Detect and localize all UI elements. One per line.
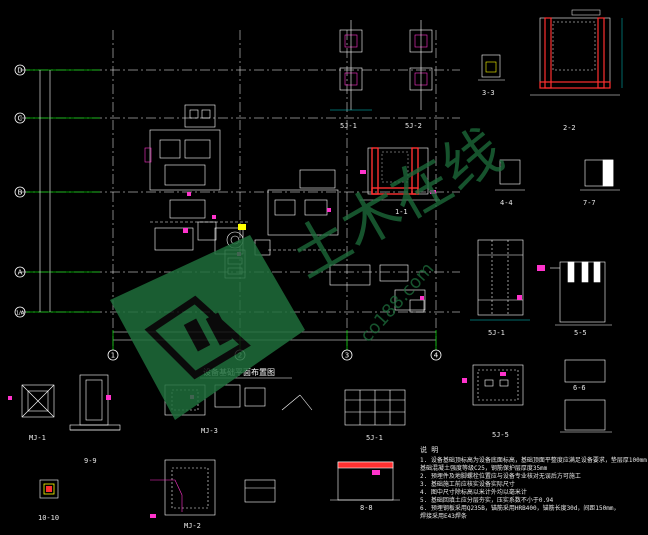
col-axis-label: 4 [434,352,439,360]
section-label: 4-4 [500,199,513,207]
detail-33-top [478,54,505,81]
section-label: 9-9 [84,457,97,465]
section-2-2 [530,9,623,96]
note-line: 1. 设备基础顶标高为设备底面标高，基础顶面平整度应满足设备要求，垫层厚100m… [420,456,647,464]
note-line: 4. 图中尺寸除标高以米计外均以毫米计 [420,488,527,496]
col-axis-bubble: 3 [341,349,353,361]
row-axis-label: D [17,67,22,75]
section-1-1 [360,147,440,201]
row-axis-bubble: D [14,64,26,76]
section-label: 7-7 [583,199,596,207]
detail-mj1 [21,384,55,418]
detail-5j-grid [344,389,406,426]
note-line: 3. 基础施工前应核实设备实际尺寸 [420,480,515,488]
row-axis-label: C [18,115,23,123]
note-line: 5. 基础回填土应分层夯实，压实系数不小于0.94 [420,496,554,504]
row-axis-bubble: A [14,266,26,278]
section-5-5 [550,261,612,326]
notes-title: 说 明 [420,445,438,454]
section-label: 1-1 [395,208,408,216]
section-10-10 [39,479,59,499]
row-axis-label: A [18,269,23,277]
general-notes: 说 明 1. 设备基础顶标高为设备底面标高，基础顶面平整度应满足设备要求，垫层厚… [420,445,647,520]
section-label: 2-2 [563,124,576,132]
equipment-foundations [144,104,426,313]
note-line: 焊接采用E43焊条 [420,512,467,520]
section-label: 8-8 [360,504,373,512]
section-6-6 [560,359,612,433]
row-axis-bubble: C [14,112,26,124]
section-label: 5-5 [574,329,587,337]
section-9-9 [69,374,121,431]
detail-mj2 [150,459,276,516]
section-label: 5J-1 [366,434,383,442]
section-8-8 [330,461,400,501]
note-line: 2. 预埋件及地脚螺栓位置应与设备专业核对无误后方可施工 [420,472,581,480]
col-axis-label: 1 [111,352,115,360]
row-axis-bubble: 1/A [14,306,26,318]
section-label: 5J-1 [340,122,357,130]
note-line: 基础混凝土强度等级C25，钢筋保护层厚度35mm [420,464,548,472]
note-line: 6. 预埋钢板采用Q235B，锚筋采用HRB400，锚筋长度30d，间距150m… [420,504,619,512]
row-axis-label: B [18,189,23,197]
row-axis-label: 1/A [16,311,25,317]
col-axis-bubble: 1 [107,349,119,361]
watermark-text: 土木在线 [279,116,514,291]
detail-5j1 [330,20,372,111]
col-axis-label: 3 [345,352,349,360]
col-axis-bubble: 4 [430,349,442,361]
section-label: 10-10 [38,514,59,522]
section-label: MJ-3 [201,427,218,435]
section-4-4 [495,159,525,191]
detail-5j1-elevation [470,239,530,321]
section-7-7 [580,159,620,191]
row-axis-bubble: B [14,186,26,198]
section-label: 5J-1 [488,329,505,337]
detail-5j2 [409,20,433,110]
section-label: MJ-2 [184,522,201,530]
section-label: 5J-2 [405,122,422,130]
section-label: 6-6 [573,384,586,392]
watermark-logo: 土木在线 co188.com [110,116,514,420]
section-label: MJ-1 [29,434,46,442]
detail-arrow [281,394,313,411]
section-label: 5J-5 [492,431,509,439]
watermark-url: co188.com [356,259,438,347]
detail-5j5 [472,364,524,406]
section-label: 3-3 [482,89,495,97]
